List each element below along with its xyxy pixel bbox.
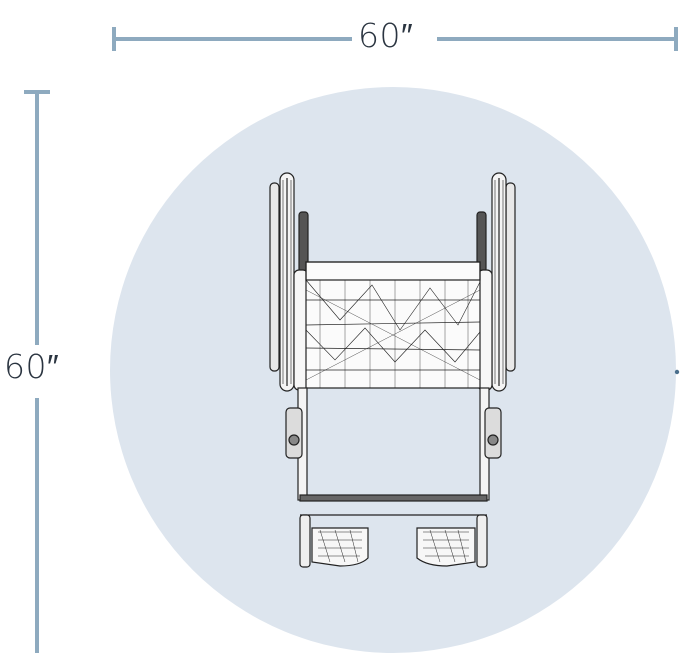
- footrest-crossbar: [299, 494, 488, 502]
- height-dimension-line: [24, 90, 50, 653]
- left-wheel: [269, 172, 295, 392]
- left-footplate: [299, 514, 369, 568]
- right-wheel: [491, 172, 516, 392]
- wheelchair-top-view-icon: [269, 172, 516, 568]
- left-caster-hub: [288, 434, 300, 446]
- wheelchair-seat: [305, 261, 481, 389]
- width-dimension-label: 60″: [352, 16, 420, 56]
- right-caster: [484, 407, 502, 459]
- circle-edge-dot: [674, 369, 680, 375]
- right-caster-hub: [487, 434, 499, 446]
- height-dimension-label: 60″: [0, 347, 64, 387]
- width-dimension-line: [112, 27, 678, 51]
- left-caster: [285, 407, 303, 459]
- right-footplate: [416, 514, 488, 568]
